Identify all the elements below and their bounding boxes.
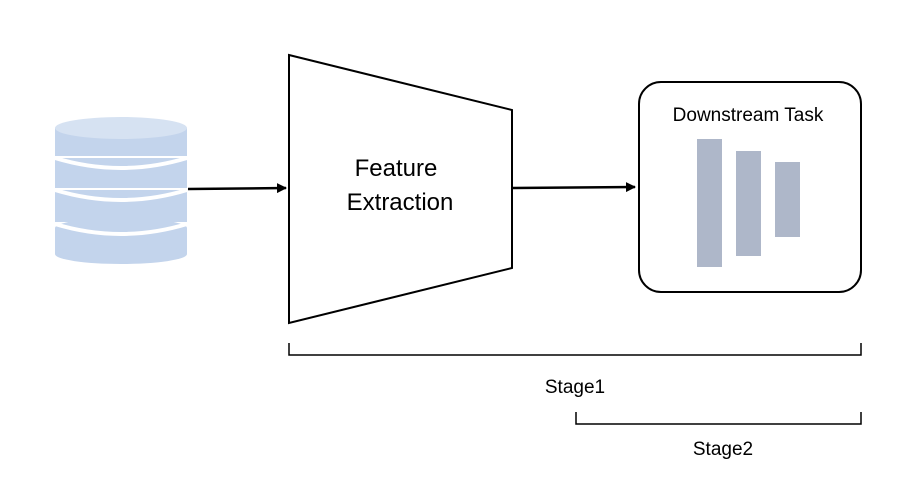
bar-icon-1 (697, 139, 722, 267)
stage1-label: Stage1 (545, 377, 605, 398)
arrow-extraction-to-task (512, 182, 636, 193)
feature-extraction-block (288, 53, 513, 325)
arrow-db-to-extraction (187, 183, 287, 194)
downstream-task-title: Downstream Task (673, 105, 824, 126)
stage1-bracket (288, 343, 862, 356)
database-icon (54, 117, 188, 264)
bar-icon-3 (775, 162, 800, 237)
stage2-label: Stage2 (693, 439, 753, 460)
stage2-bracket (575, 412, 862, 425)
bar-icon-2 (736, 151, 761, 256)
feature-extraction-label-line1: Feature (355, 155, 438, 182)
feature-extraction-label-line2: Extraction (347, 189, 454, 216)
